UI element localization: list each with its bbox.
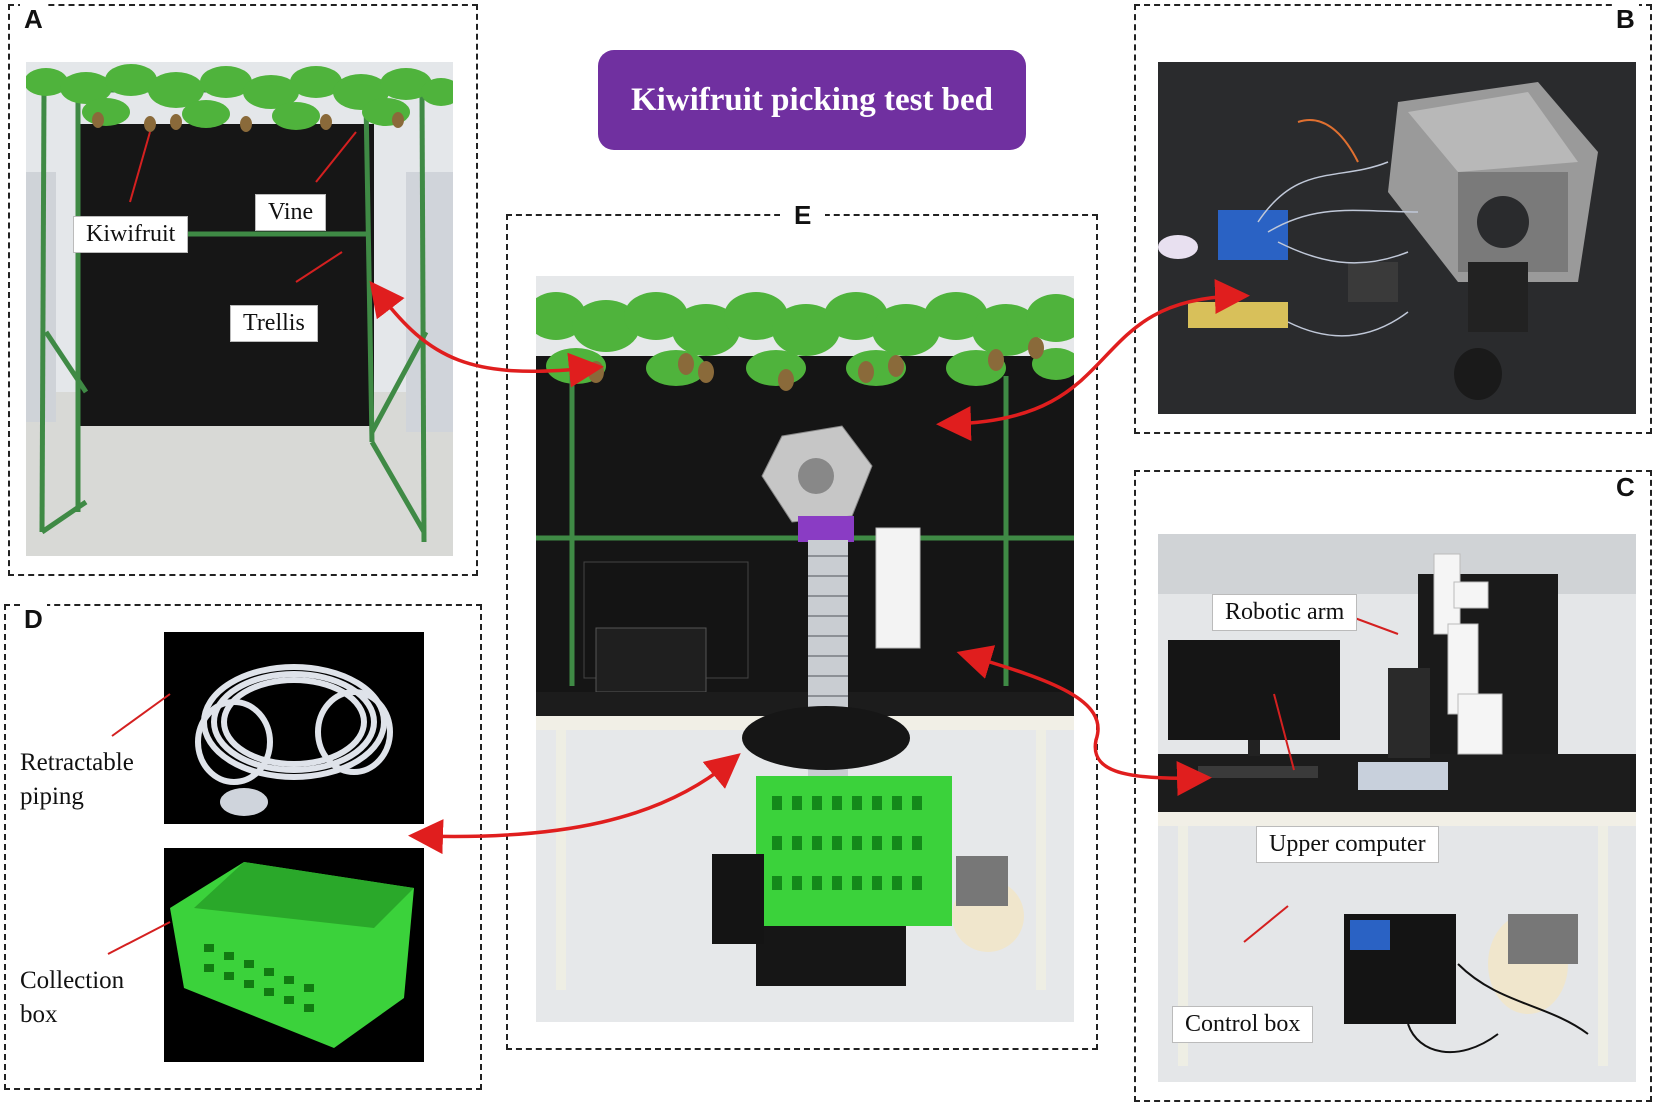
diagram-title: Kiwifruit picking test bed bbox=[598, 50, 1026, 150]
label-retractable-piping: Retractable piping bbox=[20, 746, 134, 814]
collection-line2: box bbox=[20, 1001, 58, 1028]
panel-b-label: B bbox=[1612, 4, 1639, 35]
arrow-c-to-e bbox=[956, 645, 1212, 797]
arrow-d-to-e bbox=[408, 753, 741, 855]
retractable-line1: Retractable bbox=[20, 749, 134, 776]
callout-control-box: Control box bbox=[1172, 1006, 1314, 1043]
callout-vine: Vine bbox=[255, 194, 327, 231]
callout-robotic-arm: Robotic arm bbox=[1212, 594, 1358, 631]
panel-d-piping-photo bbox=[164, 632, 424, 824]
arrow-a-to-e bbox=[369, 280, 604, 388]
panel-c-label: C bbox=[1612, 472, 1639, 503]
panel-d-basket-photo bbox=[164, 848, 424, 1062]
callout-upper-computer: Upper computer bbox=[1256, 826, 1439, 863]
retractable-line2: piping bbox=[20, 783, 84, 810]
panel-a-photo bbox=[26, 62, 453, 556]
panel-a-label: A bbox=[20, 4, 47, 35]
callout-kiwifruit: Kiwifruit bbox=[73, 216, 189, 253]
label-collection-box: Collection box bbox=[20, 964, 124, 1032]
arrow-b-to-e bbox=[936, 279, 1250, 442]
callout-trellis: Trellis bbox=[230, 305, 318, 342]
panel-e-label: E bbox=[780, 200, 826, 231]
panel-b-frame bbox=[1134, 4, 1652, 434]
panel-d-label: D bbox=[20, 604, 47, 635]
collection-line1: Collection bbox=[20, 967, 125, 994]
